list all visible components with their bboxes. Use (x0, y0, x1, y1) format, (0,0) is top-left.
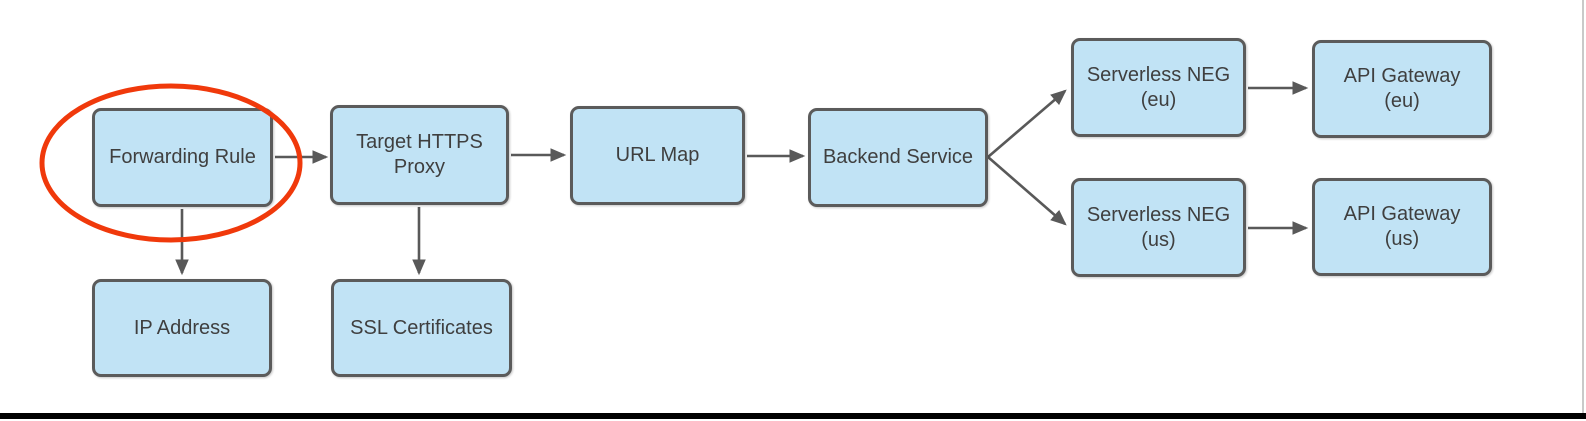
node-serverless-neg-us: Serverless NEG (us) (1071, 178, 1246, 277)
node-api-gateway-eu: API Gateway (eu) (1312, 40, 1492, 138)
node-serverless-neg-eu-label: Serverless NEG (eu) (1086, 63, 1231, 111)
node-backend-service: Backend Service (808, 108, 988, 207)
window-right-border (1582, 0, 1584, 413)
node-forwarding-rule-label: Forwarding Rule (109, 146, 256, 168)
node-target-https-proxy: Target HTTPS Proxy (330, 105, 509, 205)
edge-backend-service-to-serverless-neg-us (987, 156, 1067, 226)
node-serverless-neg-us-label: Serverless NEG (us) (1086, 203, 1231, 251)
node-url-map-label: URL Map (615, 144, 700, 166)
edge-backend-service-to-serverless-neg-eu (987, 89, 1067, 158)
node-api-gateway-us-label: API Gateway (us) (1343, 203, 1461, 250)
node-url-map: URL Map (570, 106, 745, 205)
node-ip-address: IP Address (92, 279, 272, 377)
node-target-https-proxy-label: Target HTTPS Proxy (356, 131, 483, 178)
node-backend-service-label: Backend Service (822, 146, 974, 168)
node-ip-address-label: IP Address (133, 316, 231, 339)
node-api-gateway-eu-label: API Gateway (eu) (1343, 65, 1461, 112)
node-forwarding-rule: Forwarding Rule (92, 108, 273, 207)
node-ssl-certificates: SSL Certificates (331, 279, 512, 377)
window-bottom-border (0, 413, 1586, 419)
node-serverless-neg-eu: Serverless NEG (eu) (1071, 38, 1246, 137)
node-api-gateway-us: API Gateway (us) (1312, 178, 1492, 276)
node-ssl-certificates-label: SSL Certificates (350, 316, 493, 339)
